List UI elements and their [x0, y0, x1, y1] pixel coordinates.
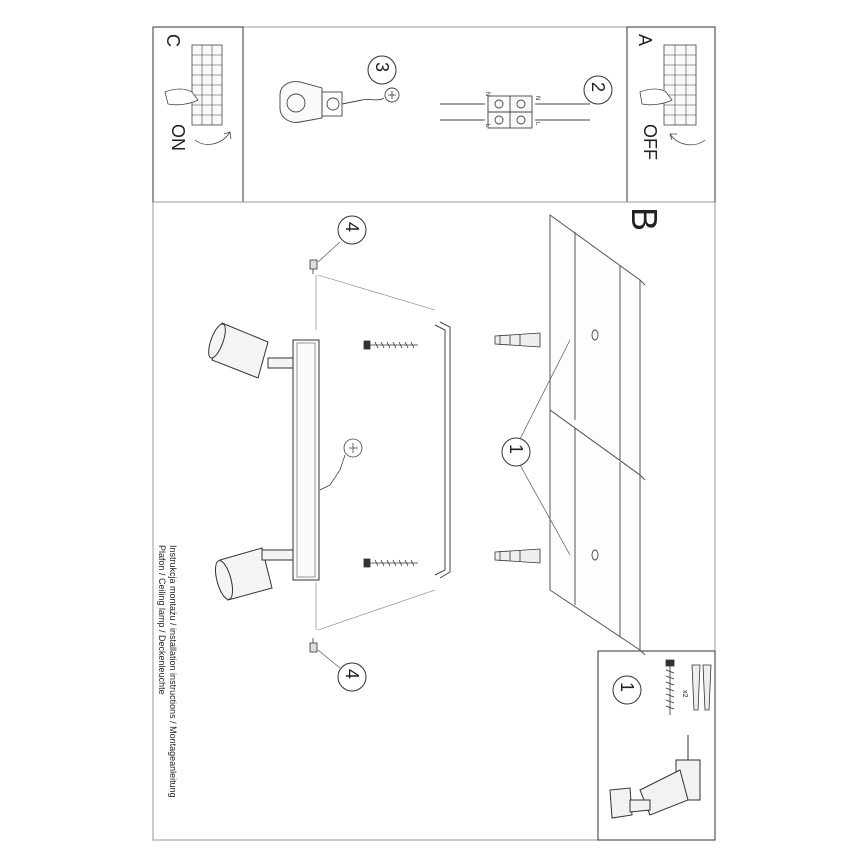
panel-a-letter: A [635, 34, 655, 47]
kit-quantity: x2 [681, 690, 688, 698]
step-1-marker-tools [612, 675, 642, 705]
connector-n-left: N [484, 92, 490, 97]
caption-line-2: Plafon / Ceiling lamp / Deckenleuchte [157, 545, 167, 695]
connector-l-left: L [484, 124, 490, 128]
step-1-label: 1 [506, 444, 526, 455]
fixing-kit [665, 659, 712, 715]
panel-tools-box [597, 650, 716, 841]
panel-c-letter: C [163, 34, 183, 47]
step-4-label-bottom: 4 [342, 669, 362, 680]
ceiling-plates [549, 214, 646, 656]
step-2-label: 2 [588, 82, 608, 93]
connector-l-right: L [534, 122, 540, 126]
earth-connection-detail [279, 81, 400, 123]
wall-plugs [494, 332, 541, 564]
lamp-bar [292, 339, 346, 581]
step-1-tools-label: 1 [617, 682, 637, 693]
panel-a-switch-label: OFF [640, 124, 660, 160]
terminal-block-detail [440, 95, 590, 129]
step-4-marker-bottom [337, 662, 367, 692]
page-frame [152, 26, 716, 841]
bracket-screws [363, 340, 418, 568]
step-2-marker [583, 75, 613, 105]
step-1-marker [501, 437, 531, 467]
spotlight-top [208, 322, 294, 379]
earth-symbol [343, 438, 363, 458]
breaker-panel-a [639, 44, 706, 146]
connector-n-right: N [534, 96, 540, 101]
drill-icon [609, 735, 701, 819]
panel-c-switch-label: ON [168, 124, 188, 151]
step-3-marker [367, 55, 397, 85]
breaker-panel-c [164, 44, 232, 145]
caption-line-1: Instrukcja montażu / installation instru… [168, 545, 178, 798]
step-4-marker-top [337, 215, 367, 245]
step-4-label-top: 4 [342, 222, 362, 233]
spotlight-bottom [214, 547, 294, 601]
panel-b-letter: B [624, 207, 665, 232]
mounting-bracket [434, 321, 451, 579]
step-3-label: 3 [372, 62, 392, 73]
